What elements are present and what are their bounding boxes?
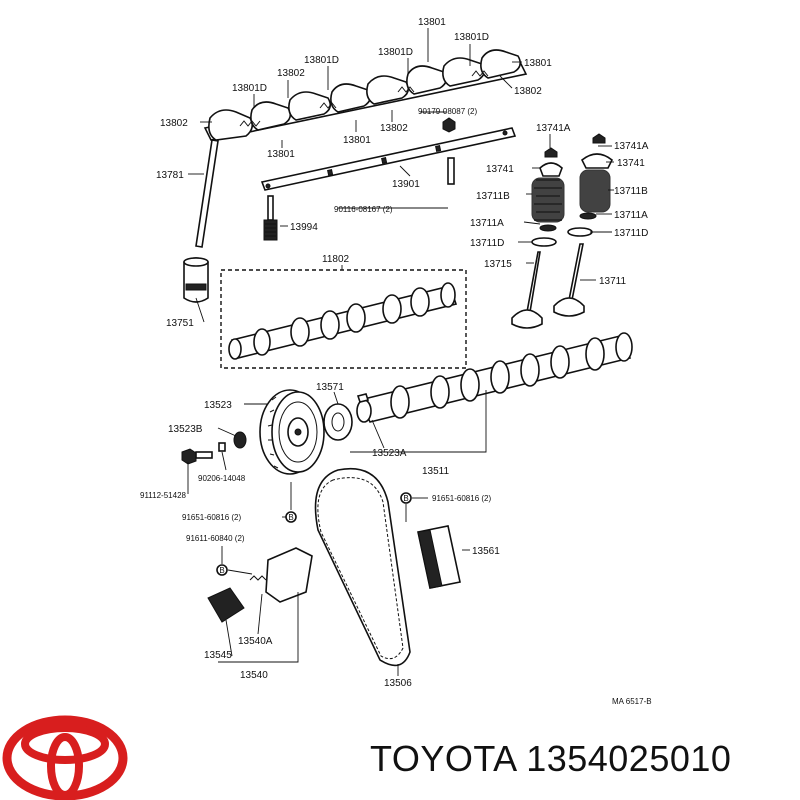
valve-spring: [531, 177, 565, 223]
label-90206: 90206-14048: [198, 474, 246, 483]
chain-tensioner: [249, 547, 313, 603]
camshaft-kit-box: [220, 269, 467, 369]
camshaft-lobe: [410, 287, 430, 317]
rocker-arm: [366, 75, 410, 105]
label-13523: 13523: [204, 400, 232, 411]
push-rod: [195, 139, 219, 248]
svg-text:B: B: [403, 494, 408, 503]
label-13711b: 13711B: [614, 186, 648, 197]
label-13741a: 13741A: [614, 141, 649, 152]
valve-lifter: [183, 257, 209, 303]
label-13711d: 13711D: [470, 238, 504, 249]
valve-spring: [579, 169, 611, 213]
rocker-arm: [208, 109, 254, 141]
label-13711b: 13711B: [476, 191, 510, 202]
label-13751: 13751: [166, 318, 194, 329]
label-13801d: 13801D: [378, 47, 413, 58]
timing-chain: [314, 468, 411, 667]
camshaft-lobe: [430, 375, 450, 409]
camshaft-lobe: [382, 294, 402, 324]
camshaft-key: [356, 393, 370, 403]
label-13506: 13506: [384, 678, 412, 689]
bolt-mark: B: [216, 564, 228, 576]
leader-lines: [187, 28, 614, 676]
camshaft: [356, 332, 633, 423]
label-13802: 13802: [514, 86, 542, 97]
toyota-logo: [2, 715, 128, 800]
camshaft-lobe: [390, 385, 410, 419]
label-90116: 90116-08167 (2): [334, 205, 393, 214]
camshaft-lobe: [585, 337, 605, 371]
rocker-support-bar: [260, 117, 517, 191]
diagram-code: MA 6517-B: [612, 697, 652, 706]
rocker-arm: [288, 91, 332, 121]
adjusting-screw: [263, 195, 278, 241]
camshaft-lobe: [253, 328, 271, 356]
bolt-mark: B: [400, 492, 412, 504]
label-13781: 13781: [156, 170, 184, 181]
label-13711: 13711: [599, 276, 627, 287]
label-91112: 91112-51428: [140, 491, 187, 500]
label-11802: 11802: [322, 254, 350, 265]
label-13801: 13801: [418, 17, 446, 28]
chain-damper: [417, 525, 461, 589]
label-13801d: 13801D: [454, 32, 489, 43]
label-13511: 13511: [422, 466, 450, 477]
camshaft-lobe: [550, 345, 570, 379]
label-13711a: 13711A: [614, 210, 648, 221]
camshaft-lobe: [346, 303, 366, 333]
label-13741: 13741: [617, 158, 645, 169]
camshaft-lobe: [490, 360, 510, 394]
sprocket-bolt: [181, 448, 213, 465]
part-labels: 13801 13801D 13801D 13801D 13801D 13801 …: [140, 17, 652, 706]
label-91651: 91651-60816 (2): [182, 513, 241, 522]
camshaft-lobe: [460, 368, 480, 402]
label-13741a: 13741A: [536, 123, 571, 134]
brand-part-number: TOYOTA 1354025010: [370, 738, 732, 779]
label-13715: 13715: [484, 259, 512, 270]
label-13741: 13741: [486, 164, 514, 175]
camshaft-lobe: [320, 310, 340, 340]
label-13523b: 13523B: [168, 424, 203, 435]
sprocket-plate: [323, 403, 353, 441]
valve-assembly-right: [553, 133, 614, 317]
rocker-shaft-assembly: [203, 49, 528, 141]
camshaft-sprocket: [259, 389, 325, 475]
label-13801: 13801: [343, 135, 371, 146]
label-13801d: 13801D: [304, 55, 339, 66]
valve-assembly-left: [511, 147, 565, 329]
label-13901: 13901: [392, 179, 420, 190]
rocker-arm: [480, 49, 522, 79]
bolt-mark: B: [285, 511, 297, 523]
tensioner-slipper: [207, 587, 245, 623]
label-13711a: 13711A: [470, 218, 504, 229]
label-13801: 13801: [267, 149, 295, 160]
label-91651: 91651-60816 (2): [432, 494, 491, 503]
svg-text:B: B: [219, 566, 224, 575]
label-91611: 91611-60840 (2): [186, 534, 245, 543]
label-13802: 13802: [277, 68, 305, 79]
rocker-arm: [250, 101, 292, 131]
label-13561: 13561: [472, 546, 500, 557]
label-13523a: 13523A: [372, 448, 407, 459]
straight-pin: [218, 442, 226, 452]
label-90179: 90179-08087 (2): [418, 107, 477, 116]
label-13545: 13545: [204, 650, 232, 661]
label-13801: 13801: [524, 58, 552, 69]
label-13802: 13802: [160, 118, 188, 129]
label-13540a: 13540A: [238, 636, 273, 647]
label-13540: 13540: [240, 670, 268, 681]
sprocket-washer: [233, 431, 247, 449]
camshaft-lobe: [520, 353, 540, 387]
label-13994: 13994: [290, 222, 318, 233]
label-13711d: 13711D: [614, 228, 648, 239]
label-13571: 13571: [316, 382, 344, 393]
label-13801d: 13801D: [232, 83, 267, 94]
label-13802: 13802: [380, 123, 408, 134]
svg-text:B: B: [288, 513, 293, 522]
camshaft-lobe: [290, 317, 310, 347]
